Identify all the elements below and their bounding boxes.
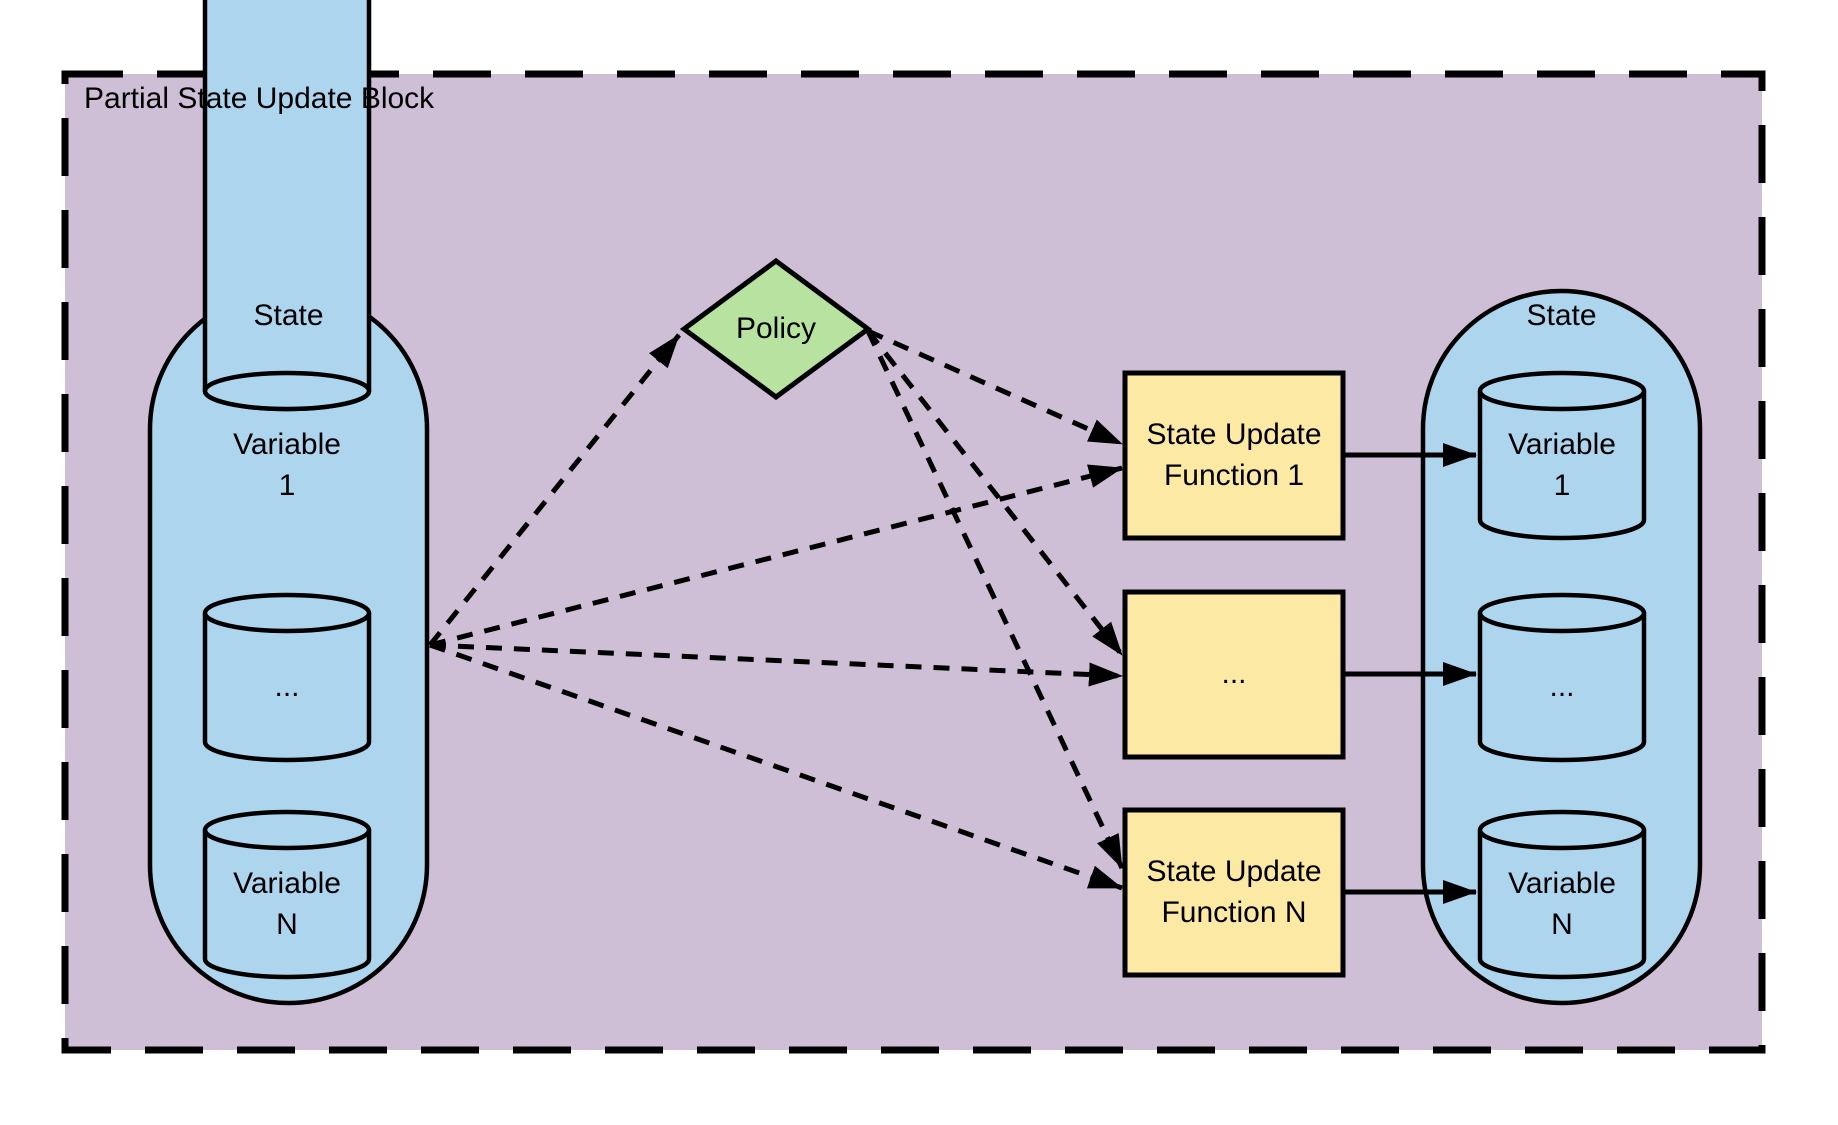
left-variable-ellipsis-cylinder-top bbox=[202, 592, 372, 634]
left-variable-ellipsis-cylinder bbox=[202, 592, 372, 763]
arrow-policy-to-function-1 bbox=[866, 328, 1124, 447]
arrow-state-to-function-1 bbox=[429, 464, 1123, 648]
arrow-state-to-function-n bbox=[429, 642, 1123, 891]
right-variable-1-cylinder-body bbox=[1477, 391, 1647, 541]
left-variable-ellipsis-cylinder-body bbox=[202, 613, 372, 763]
left-variable-n-cylinder-body bbox=[202, 830, 372, 980]
right-variable-n-cylinder bbox=[1477, 809, 1647, 980]
policy-label: Policy bbox=[735, 311, 817, 345]
left-variable-1-label: Variable 1 bbox=[233, 428, 341, 502]
state-update-function-ellipsis-label: ... bbox=[1221, 657, 1247, 691]
state-update-function-ellipsis-box bbox=[1122, 589, 1346, 760]
right-variable-ellipsis-cylinder-top bbox=[1477, 592, 1647, 634]
left-variable-n-cylinder bbox=[202, 809, 372, 980]
policy-diamond bbox=[679, 257, 873, 401]
state-update-function-1-label: State Update Function 1 bbox=[1146, 418, 1322, 492]
left-variable-n-cylinder-top bbox=[202, 809, 372, 851]
arrow-state-to-function-ellipsis bbox=[429, 642, 1123, 687]
arrow-state-to-policy bbox=[428, 333, 681, 647]
left-variable-1-cylinder bbox=[202, 0, 372, 412]
left-variable-n-label: Variable N bbox=[233, 867, 341, 941]
right-variable-1-label: Variable 1 bbox=[1508, 428, 1616, 502]
left-variable-1-cylinder-body bbox=[202, 0, 372, 412]
right-state-label: State bbox=[1526, 298, 1597, 332]
right-variable-ellipsis-cylinder-body bbox=[1477, 613, 1647, 763]
block-title: Partial State Update Block bbox=[84, 82, 435, 115]
right-variable-1-cylinder-top bbox=[1477, 370, 1647, 412]
right-variable-ellipsis-label: ... bbox=[1549, 670, 1575, 704]
arrow-policy-to-function-n bbox=[865, 329, 1125, 870]
left-state-label: State bbox=[253, 298, 324, 332]
right-variable-ellipsis-cylinder bbox=[1477, 592, 1647, 763]
state-update-function-n-label: State Update Function N bbox=[1146, 855, 1322, 929]
right-variable-n-label: Variable N bbox=[1508, 867, 1616, 941]
state-update-function-n-box bbox=[1122, 807, 1346, 978]
right-variable-n-cylinder-top bbox=[1477, 809, 1647, 851]
right-variable-n-cylinder-body bbox=[1477, 830, 1647, 980]
right-variable-1-cylinder bbox=[1477, 370, 1647, 541]
left-variable-1-cylinder-top bbox=[202, 370, 372, 412]
left-variable-ellipsis-label: ... bbox=[274, 670, 300, 704]
arrow-policy-to-function-ellipsis bbox=[866, 329, 1124, 657]
state-update-function-1-box bbox=[1122, 370, 1346, 541]
